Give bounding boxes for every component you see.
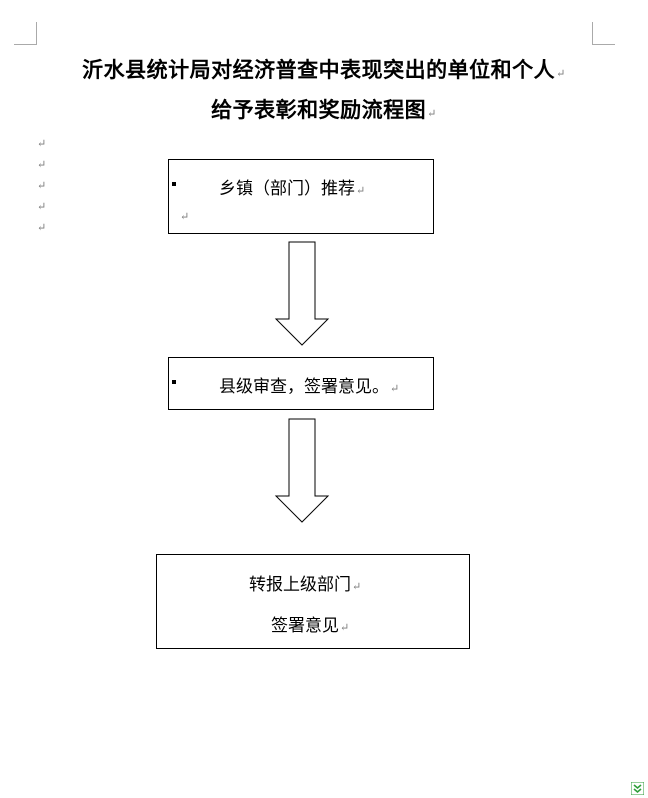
text-box-bullet — [172, 380, 176, 384]
text-box-bullet — [172, 182, 176, 186]
flow-step-county-review-text: 县级审查，签署意见。↵ — [219, 377, 400, 397]
paragraph-mark: ↵ — [37, 221, 47, 234]
paragraph-mark: ↵ — [556, 67, 566, 80]
paragraph-mark: ↵ — [427, 107, 437, 120]
crop-mark-top-right — [592, 22, 615, 45]
status-icon-chevron-upper — [633, 784, 642, 790]
paragraph-mark: ↵ — [352, 580, 362, 593]
paragraph-mark: ↵ — [37, 200, 47, 213]
flow-step-forward-higher-line2: 签署意见↵ — [271, 616, 350, 636]
paragraph-mark: ↵ — [180, 210, 190, 223]
flow-step-forward-higher-line1: 转报上级部门↵ — [249, 575, 362, 595]
status-icon-chevron-lower — [633, 788, 642, 794]
document-title-line2: 给予表彰和奖励流程图↵ — [211, 97, 437, 122]
flow-arrow-down-1-shape — [274, 241, 330, 346]
paragraph-mark: ↵ — [37, 137, 47, 150]
double-chevron-down-icon[interactable] — [631, 782, 644, 795]
flow-step-recommend[interactable]: 乡镇（部门）推荐↵ ↵ — [168, 159, 434, 234]
paragraph-mark: ↵ — [340, 621, 350, 634]
paragraph-mark: ↵ — [37, 179, 47, 192]
flow-arrow-down-2 — [274, 418, 330, 523]
paragraph-mark: ↵ — [37, 158, 47, 171]
flow-step-county-review[interactable]: 县级审查，签署意见。↵ — [168, 357, 434, 410]
flow-arrow-down-2-shape — [274, 418, 330, 523]
paragraph-mark: ↵ — [390, 382, 400, 395]
flow-step-forward-higher[interactable]: 转报上级部门↵ 签署意见↵ — [156, 554, 470, 649]
flow-step-recommend-text: 乡镇（部门）推荐↵ — [219, 179, 366, 199]
crop-mark-top-left — [14, 22, 37, 45]
document-title-line1: 沂水县统计局对经济普查中表现突出的单位和个人↵ — [82, 57, 566, 82]
empty-paragraph-marks: ↵ ↵ ↵ ↵ ↵ — [36, 133, 46, 238]
paragraph-mark: ↵ — [356, 184, 366, 197]
flow-arrow-down-1 — [274, 241, 330, 346]
